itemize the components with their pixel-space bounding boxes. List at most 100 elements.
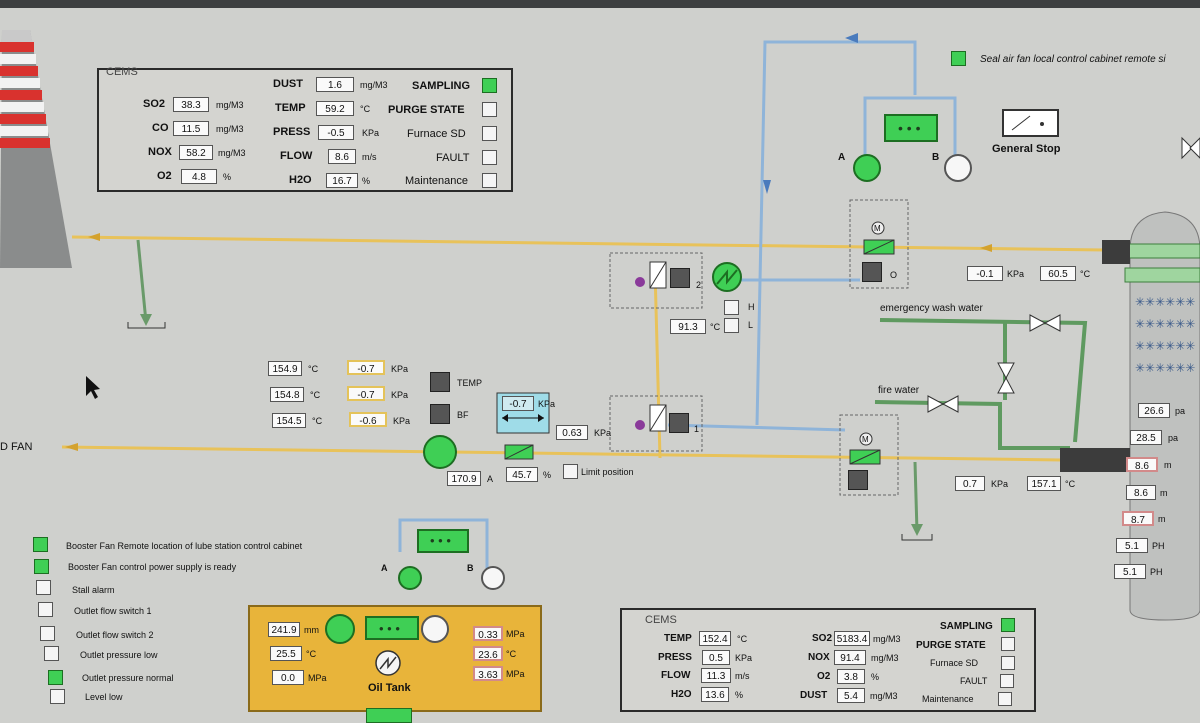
b-h2o-unit: % bbox=[735, 690, 744, 700]
oil-temp-value: 25.5 bbox=[270, 646, 302, 661]
maintenance-label: Maintenance bbox=[405, 175, 468, 187]
damper-2-status[interactable] bbox=[670, 268, 690, 288]
lube-fan-b-label: B bbox=[467, 563, 474, 573]
seal-fan-indicator[interactable] bbox=[951, 51, 966, 66]
tower-unit-0: pa bbox=[1175, 406, 1186, 416]
b-temp-label: TEMP bbox=[664, 633, 692, 644]
svg-text:✳✳✳✳✳✳: ✳✳✳✳✳✳ bbox=[1135, 317, 1195, 331]
upper-flue-duct bbox=[71, 233, 1106, 329]
b-press-label: PRESS bbox=[658, 652, 692, 663]
status-label-0: Booster Fan Remote location of lube stat… bbox=[66, 541, 303, 551]
sampling-indicator[interactable] bbox=[482, 78, 497, 93]
booster-temp-alarm[interactable] bbox=[430, 372, 450, 392]
damper-1-status[interactable] bbox=[669, 413, 689, 433]
damper-o-status[interactable] bbox=[862, 262, 882, 282]
tower-value-1: 28.5 bbox=[1130, 430, 1162, 445]
level-l-label: L bbox=[748, 320, 754, 330]
booster-temp-2-unit: °C bbox=[310, 390, 321, 400]
oil-level-unit: mm bbox=[304, 625, 319, 635]
booster-temp-2-value: 154.8 bbox=[270, 387, 304, 402]
booster-bf-alarm-label: BF bbox=[457, 410, 469, 420]
seal-fan-a-label: A bbox=[838, 152, 846, 163]
lube-fan-a-label: A bbox=[381, 563, 388, 573]
booster-fan-icon[interactable] bbox=[423, 435, 457, 469]
so2-unit: mg/M3 bbox=[216, 100, 244, 110]
tower-value-0: 26.6 bbox=[1138, 403, 1170, 418]
b-so2-label: SO2 bbox=[812, 633, 833, 644]
booster-bf-alarm[interactable] bbox=[430, 404, 450, 424]
oil-pump-indicator[interactable] bbox=[366, 708, 412, 723]
booster-temp-1-value: 154.9 bbox=[268, 361, 302, 376]
cems-bottom-title: CEMS bbox=[645, 614, 677, 626]
purge-indicator[interactable] bbox=[482, 102, 497, 117]
booster-opening-unit: % bbox=[543, 470, 552, 480]
b-flow-value: 11.3 bbox=[701, 668, 731, 683]
status-indicator-4[interactable] bbox=[40, 626, 55, 641]
lower-duct-press-unit: KPa bbox=[991, 479, 1009, 489]
svg-text:✳✳✳✳✳✳: ✳✳✳✳✳✳ bbox=[1135, 339, 1195, 353]
status-indicator-5[interactable] bbox=[44, 646, 59, 661]
svg-text:✳✳✳✳✳✳: ✳✳✳✳✳✳ bbox=[1135, 295, 1195, 309]
damper-2-temp-unit: °C bbox=[710, 322, 721, 332]
tower-value-2: 8.6 bbox=[1126, 457, 1158, 472]
general-stop-icon[interactable] bbox=[1002, 109, 1059, 137]
sampling-label: SAMPLING bbox=[412, 80, 471, 92]
booster-current-unit: A bbox=[487, 474, 494, 484]
b-so2-unit: mg/M3 bbox=[873, 634, 901, 644]
co-unit: mg/M3 bbox=[216, 124, 244, 134]
booster-press-2-unit: KPa bbox=[391, 390, 409, 400]
oil-press-value: 0.0 bbox=[272, 670, 304, 685]
status-indicator-1[interactable] bbox=[34, 559, 49, 574]
status-label-4: Outlet flow switch 2 bbox=[76, 630, 154, 640]
status-indicator-3[interactable] bbox=[38, 602, 53, 617]
booster-current-value: 170.9 bbox=[447, 471, 481, 486]
status-indicator-0[interactable] bbox=[33, 537, 48, 552]
damper-o-label: O bbox=[890, 270, 898, 280]
b-maintenance-indicator[interactable] bbox=[998, 692, 1012, 706]
svg-text:• • •: • • • bbox=[379, 621, 400, 636]
b-fault-indicator[interactable] bbox=[1000, 674, 1014, 688]
status-label-5: Outlet pressure low bbox=[80, 650, 158, 660]
co-value: 11.5 bbox=[173, 121, 209, 136]
oil-out-temp-value: 23.6 bbox=[473, 646, 503, 661]
svg-text:M: M bbox=[874, 224, 881, 233]
damper-3-status[interactable] bbox=[848, 470, 868, 490]
b-press-unit: KPa bbox=[735, 653, 753, 663]
o2-value: 4.8 bbox=[181, 169, 217, 184]
b-dust-label: DUST bbox=[800, 690, 828, 701]
flow-value: 8.6 bbox=[328, 149, 356, 164]
level-l-indicator[interactable] bbox=[724, 318, 739, 333]
damper-2-number: 2 bbox=[696, 280, 702, 290]
nox-value: 58.2 bbox=[179, 145, 213, 160]
upper-duct-press-unit: KPa bbox=[1007, 269, 1025, 279]
booster-press-3-value: -0.6 bbox=[349, 412, 387, 427]
status-indicator-2[interactable] bbox=[36, 580, 51, 595]
oil-out-press-value: 0.33 bbox=[473, 626, 503, 641]
b-purge-indicator[interactable] bbox=[1001, 637, 1015, 651]
cems-top-title: CEMS bbox=[106, 66, 138, 78]
motor-labels: MM bbox=[862, 224, 881, 444]
b-furnace-indicator[interactable] bbox=[1001, 656, 1015, 670]
b-temp-unit: °C bbox=[737, 634, 748, 644]
limit-position-indicator[interactable] bbox=[563, 464, 578, 479]
damper-1-press-unit: KPa bbox=[594, 428, 612, 438]
water-pipes bbox=[874, 318, 1088, 450]
fault-indicator[interactable] bbox=[482, 150, 497, 165]
furnace-indicator[interactable] bbox=[482, 126, 497, 141]
booster-temp-alarm-label: TEMP bbox=[457, 378, 483, 388]
emergency-wash-label: emergency wash water bbox=[880, 303, 983, 314]
upper-duct-temp-unit: °C bbox=[1080, 269, 1091, 279]
maintenance-indicator[interactable] bbox=[482, 173, 497, 188]
level-h-indicator[interactable] bbox=[724, 300, 739, 315]
b-sampling-indicator[interactable] bbox=[1001, 618, 1015, 632]
status-indicator-6[interactable] bbox=[48, 670, 63, 685]
h2o-label: H2O bbox=[289, 174, 312, 186]
status-indicator-7[interactable] bbox=[50, 689, 65, 704]
seal-fan-b-label: B bbox=[932, 152, 940, 163]
furnace-label: Furnace SD bbox=[407, 128, 466, 140]
status-label-1: Booster Fan control power supply is read… bbox=[68, 562, 237, 572]
b-o2-label: O2 bbox=[817, 671, 831, 682]
tower-value-6: 5.1 bbox=[1114, 564, 1146, 579]
b-sampling-label: SAMPLING bbox=[940, 621, 993, 632]
oil-tank-title: Oil Tank bbox=[368, 682, 411, 694]
